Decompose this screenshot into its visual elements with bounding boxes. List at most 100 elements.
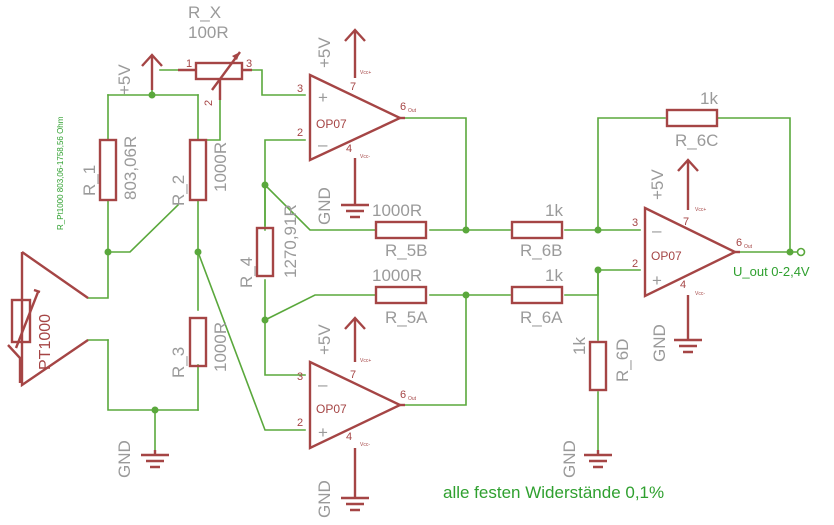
opamp-minus: – [318,375,328,394]
supply-arrow: +5V [648,158,699,210]
wire-r4-bottom [264,279,306,376]
opamp-plus: + [318,88,328,107]
resistor-r6b: 1k R_6B [510,201,563,260]
wire-r4-to-r5a [263,294,376,322]
resistor-r6a: 1k R_6A [510,266,563,327]
r2-name: R_2 [169,175,188,206]
junction-dot [462,226,470,234]
opamp-vcc-label: Vcc+ [360,70,371,76]
resistor-r1: R_1 803,06R [80,136,140,202]
r6d-value: 1k [570,337,589,355]
rx-pin3: 3 [246,58,252,70]
opamp-minus: – [652,221,662,240]
output-terminal: U_out 0-2,4V [733,247,810,279]
junction-dot [104,248,112,256]
opamp-2: – + OP07 3 2 6 Out Vcc+ Vcc- 7 4 [297,358,417,450]
supply-label: +5V [315,324,334,355]
r5b-value: 1000R [372,201,422,220]
resistor-r5b: 1000R R_5B [372,201,428,260]
junction-dot [594,266,602,274]
junction-dot [148,91,156,99]
r1-value: 803,06R [121,136,140,200]
opamp-1: + – OP07 3 2 6 Out Vcc+ Vcc- 7 4 [297,70,417,162]
pt1000-name: PT1000 [37,314,54,370]
r4-value: 1270,91R [281,204,300,278]
supply-arrow: +5V [315,316,366,362]
ground-label: GND [560,440,579,478]
ground-label: GND [315,480,334,518]
r6b-name: R_6B [520,241,563,260]
wire-op1-inv-to-r5b [263,183,376,231]
ground-label: GND [315,187,334,225]
opamp-vcc-label: Vcc+ [360,358,371,364]
supply-arrow: +5V [315,28,366,78]
wire-fb-left [597,117,666,231]
wire-pt-wiper [107,203,180,253]
opamp-pin: 3 [297,371,303,383]
ground-label: GND [115,440,134,478]
rx-name: R_X [188,3,221,22]
ground-symbol: GND [315,158,369,225]
opamp-pin: 3 [632,217,638,229]
r5a-value: 1000R [372,266,422,285]
r5b-name: R_5B [385,241,428,260]
r6b-value: 1k [545,201,563,220]
opamp-vee-label: Vcc- [360,442,370,448]
opamp-pin: 2 [297,417,303,429]
opamp-out-label: Out [744,244,753,250]
wire-rx-to-op1 [251,69,306,96]
wire-bridge-to-op2 [196,250,306,431]
junction-dot [594,226,602,234]
opamp-model: OP07 [316,402,347,416]
opamp-pin: 6 [736,237,742,249]
tolerance-note: alle festen Widerstände 0,1% [443,483,664,502]
r6c-value: 1k [700,89,718,108]
pt1000-sensor: PT1000 R_Pt1000 803,06-1758,56 Ohm [7,116,89,388]
pt1000-range-note: R_Pt1000 803,06-1758,56 Ohm [56,116,65,230]
wire-r6a-to-op3 [564,269,641,296]
ground-symbol: GND [650,295,702,362]
resistor-r6c: 1k R_6C [665,89,718,150]
opamp-plus: + [652,271,662,290]
supply-arrow: +5V [115,53,163,95]
opamp-out-label: Out [408,396,417,402]
wire-op1-out [399,117,467,231]
opamp-plus: + [318,423,328,442]
r2-value: 1000R [211,142,230,192]
ground-label: GND [650,324,669,362]
r5a-name: R_5A [385,308,428,327]
opamp-model: OP07 [651,249,682,263]
supply-label: +5V [115,64,134,95]
junction-dot [786,248,794,256]
ground-symbol: GND [560,440,612,478]
opamp-vee-label: Vcc- [360,154,370,160]
resistor-r2: R_2 1000R [169,138,230,206]
ground-symbol: GND [115,440,169,478]
r6a-name: R_6A [520,308,563,327]
resistor-r4: R_4 1270,91R [237,204,300,288]
opamp-pin: 6 [400,389,406,401]
r3-name: R_3 [169,347,188,378]
opamp-pin: 7 [350,81,356,93]
opamp-pin: 4 [346,431,352,443]
r3-value: 1000R [211,322,230,372]
opamp-vcc-label: Vcc+ [695,207,706,213]
rx-pin2: 2 [203,100,215,106]
opamp-model: OP07 [316,117,347,131]
opamp-vee-label: Vcc- [695,291,705,297]
supply-label: +5V [315,37,334,68]
potentiometer-rx: R_X 100R 1 3 2 [178,3,252,106]
junction-dot [462,291,470,299]
wire-pt-top [87,251,109,299]
wire-op2-out [399,294,467,406]
opamp-pin: 4 [680,279,686,291]
opamp-pin: 7 [683,216,689,228]
junction-dot [194,248,202,256]
junction-dot [151,406,159,414]
supply-label: +5V [648,169,667,200]
junction-dot [261,181,269,189]
opamp-3: – + OP07 3 2 6 Out Vcc+ Vcc- 7 4 [632,206,753,298]
wire-fb-right [717,117,791,253]
opamp-pin: 2 [632,258,638,270]
